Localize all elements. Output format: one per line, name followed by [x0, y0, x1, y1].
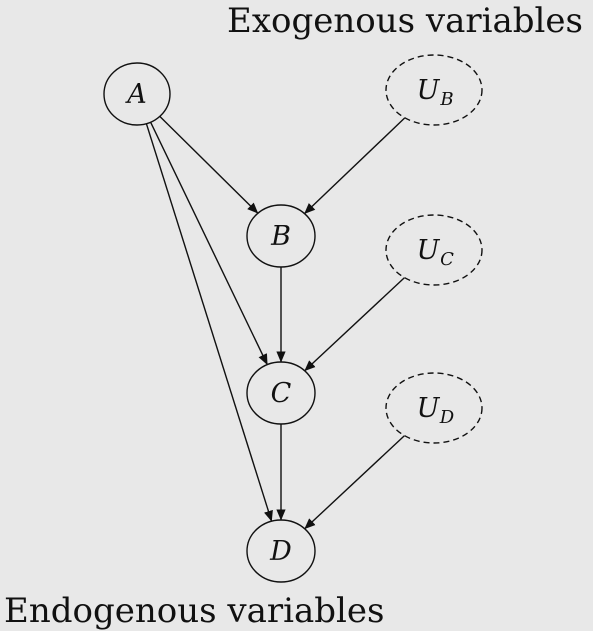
node-a: A: [103, 62, 171, 126]
node-b: B: [246, 204, 316, 268]
node-a-circle: [103, 62, 171, 126]
node-ud-subscript: D: [439, 407, 455, 428]
edge-ud-to-d: [304, 435, 405, 530]
node-c: C: [246, 361, 316, 425]
node-a-label: A: [124, 79, 147, 110]
node-uc-circle: [385, 214, 483, 286]
node-c-circle: [246, 361, 316, 425]
endogenous-caption: Endogenous variables: [4, 591, 385, 631]
exogenous-caption: Exogenous variables: [227, 1, 583, 41]
node-ub-subscript: B: [439, 89, 453, 110]
edge-uc-to-c: [304, 277, 405, 372]
node-d: D: [246, 519, 316, 583]
node-uc-label: U: [417, 235, 441, 266]
node-ub-circle: [385, 54, 483, 126]
node-b-label: B: [270, 221, 291, 252]
edge-a-to-b: [159, 115, 259, 214]
edge-ub-to-b: [304, 117, 406, 215]
node-uc-subscript: C: [440, 249, 454, 270]
node-ub-label: U: [417, 75, 441, 106]
node-ud-circle: [385, 372, 483, 444]
edge-a-to-c: [149, 121, 268, 366]
edge-a-to-d: [145, 123, 273, 522]
node-c-label: C: [271, 378, 292, 409]
node-ud-label: U: [417, 393, 441, 424]
node-d-label: D: [269, 536, 292, 567]
node-b-circle: [246, 204, 316, 268]
node-d-circle: [246, 519, 316, 583]
